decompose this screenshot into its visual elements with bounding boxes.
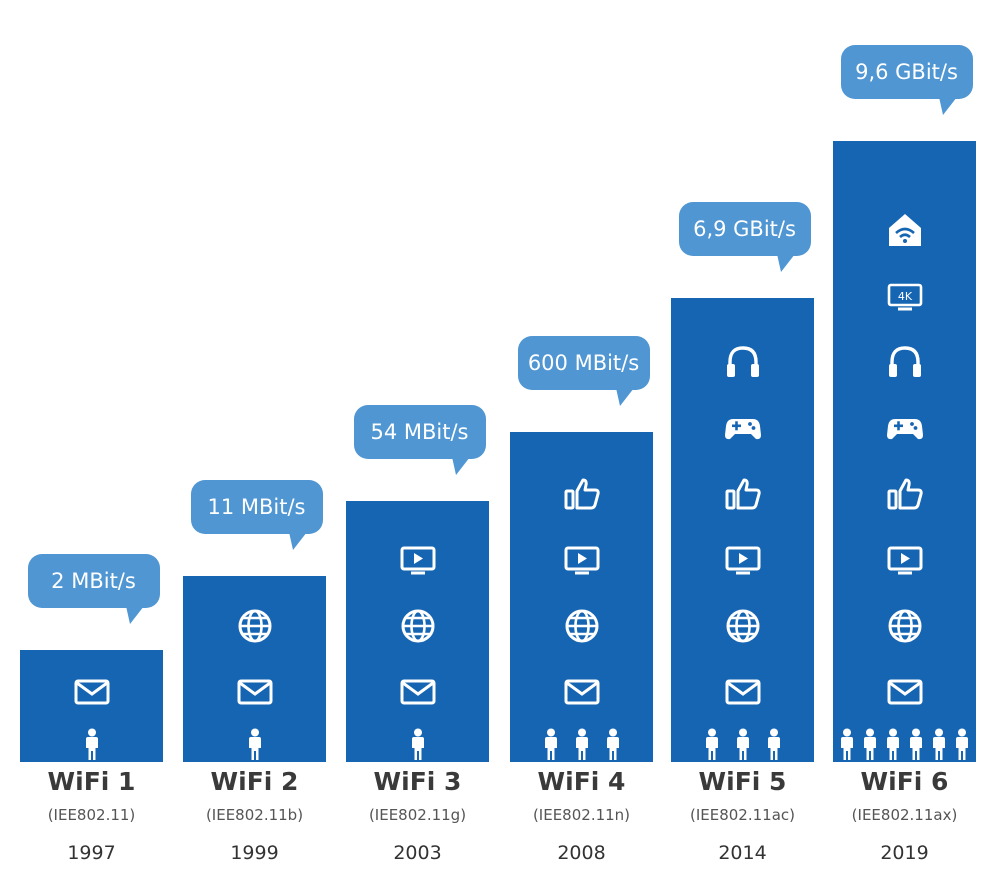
globe-icon xyxy=(238,609,271,643)
speed-label: 600 MBit/s xyxy=(527,351,640,375)
thumbs-up-icon xyxy=(725,478,761,510)
bar xyxy=(671,298,814,762)
person-icon xyxy=(411,728,424,760)
person-icon xyxy=(767,728,780,760)
standard-label: (IEE802.11ax) xyxy=(851,806,958,824)
year-label: 2008 xyxy=(557,842,606,864)
person-icon xyxy=(85,728,98,760)
standard-label: (IEE802.11) xyxy=(47,806,136,824)
speed-label: 11 MBit/s xyxy=(207,495,306,519)
thumbs-up-icon xyxy=(887,478,923,510)
bubble-tail xyxy=(451,457,470,475)
person-icon xyxy=(956,728,968,760)
standard-label: (IEE802.11ac) xyxy=(689,806,795,824)
mail-icon xyxy=(400,679,435,705)
bubble-tail xyxy=(288,532,307,550)
category-label: WiFi 6 xyxy=(860,767,949,796)
standard-label: (IEE802.11n) xyxy=(532,806,631,824)
speed-bubble: 6,9 GBit/s xyxy=(678,202,811,272)
standard-label: (IEE802.11b) xyxy=(205,806,304,824)
category-label: WiFi 5 xyxy=(698,767,787,796)
tv-icon xyxy=(564,546,599,575)
globe-icon xyxy=(565,609,598,643)
mail-icon xyxy=(887,679,922,705)
person-icon xyxy=(575,728,588,760)
tv-icon xyxy=(725,546,760,575)
smart-home-wifi-icon xyxy=(888,214,921,246)
year-label: 2003 xyxy=(393,842,442,864)
bubble-tail xyxy=(938,97,957,115)
speed-bubble: 2 MBit/s xyxy=(27,554,160,624)
category-label: WiFi 3 xyxy=(373,767,462,796)
person-icon xyxy=(606,728,619,760)
bar xyxy=(346,501,489,762)
bar xyxy=(510,432,653,762)
gamepad-icon xyxy=(886,419,923,440)
speed-label: 6,9 GBit/s xyxy=(693,217,796,241)
bubble-tail xyxy=(125,606,144,624)
person-icon xyxy=(887,728,899,760)
bubble-tail xyxy=(776,254,795,272)
category-label: WiFi 4 xyxy=(537,767,626,796)
headphones-icon xyxy=(888,346,921,377)
year-label: 2019 xyxy=(880,842,929,864)
globe-icon xyxy=(401,609,434,643)
thumbs-up-icon xyxy=(564,478,600,510)
mail-icon xyxy=(564,679,599,705)
globe-icon xyxy=(726,609,759,643)
standard-label: (IEE802.11g) xyxy=(368,806,467,824)
speed-bubble: 11 MBit/s xyxy=(190,480,323,550)
category-label: WiFi 2 xyxy=(210,767,299,796)
speed-label: 9,6 GBit/s xyxy=(855,60,958,84)
bubble-tail xyxy=(615,388,634,406)
person-icon xyxy=(248,728,261,760)
person-icon xyxy=(841,728,853,760)
mail-icon xyxy=(237,679,272,705)
year-label: 1999 xyxy=(230,842,279,864)
person-icon xyxy=(736,728,749,760)
headphones-icon xyxy=(726,346,759,377)
svg-text:4K: 4K xyxy=(897,290,912,303)
mail-icon xyxy=(725,679,760,705)
speed-bubble: 600 MBit/s xyxy=(517,336,650,406)
person-icon xyxy=(705,728,718,760)
speed-label: 54 MBit/s xyxy=(370,420,469,444)
tv-icon xyxy=(400,546,435,575)
globe-icon xyxy=(888,609,921,643)
4k-tv-icon: 4K xyxy=(887,283,922,311)
year-label: 1997 xyxy=(67,842,116,864)
year-label: 2014 xyxy=(718,842,767,864)
person-icon xyxy=(544,728,557,760)
speed-bubble: 9,6 GBit/s xyxy=(840,45,973,115)
person-icon xyxy=(910,728,922,760)
person-icon xyxy=(933,728,945,760)
speed-label: 2 MBit/s xyxy=(51,569,136,593)
gamepad-icon xyxy=(724,419,761,440)
mail-icon xyxy=(74,679,109,705)
person-icon xyxy=(864,728,876,760)
speed-bubble: 54 MBit/s xyxy=(353,405,486,475)
tv-icon xyxy=(887,546,922,575)
category-label: WiFi 1 xyxy=(47,767,136,796)
